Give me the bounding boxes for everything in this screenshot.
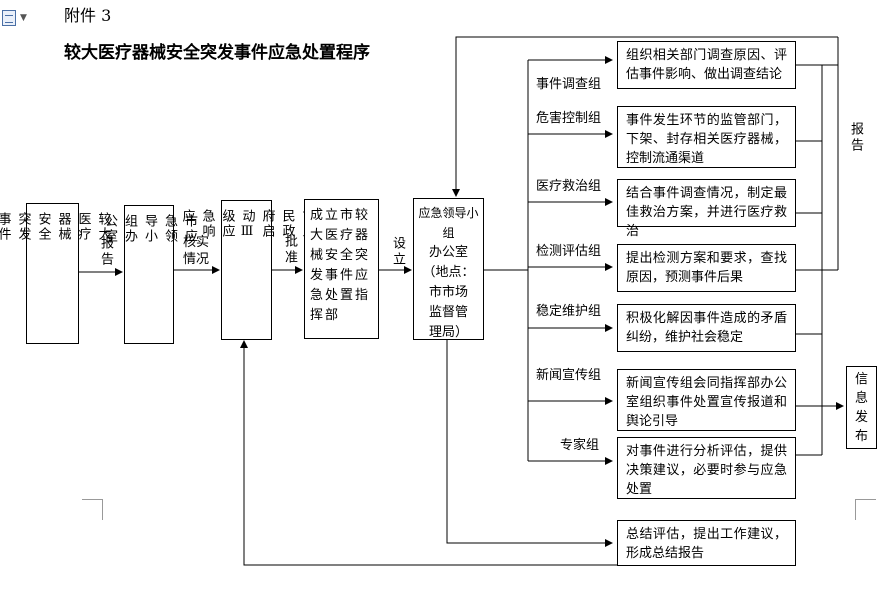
office-line: 办公室 <box>428 245 468 260</box>
gov-col: 级应 <box>219 209 235 239</box>
group-task-box: 事件发生环节的监管部门，下架、封存相关医疗器械，控制流通渠道 <box>617 106 796 168</box>
event-col: 事件 <box>0 212 11 242</box>
info-release-char: 发 <box>854 410 868 425</box>
group-task-box: 提出检测方案和要求，查找原因，预测事件后果 <box>617 244 796 292</box>
group-label: 专家组 <box>560 438 600 453</box>
event-col: 安全 <box>35 212 51 242</box>
group-task-box: 对事件进行分析评估，提供决策建议，必要时参与应急处置 <box>617 437 796 499</box>
leader-office-col: 公室 <box>102 214 117 244</box>
event-col: 器械 <box>55 212 71 242</box>
event-col: 医疗 <box>75 212 91 242</box>
page-corner-mark <box>82 499 103 520</box>
command-office-node: 应急领导小组 办公室 （地点： 市市场 监督管 理局） <box>413 198 484 340</box>
group-task-box: 积极化解因事件造成的矛盾纠纷，维护社会稳定 <box>617 304 796 352</box>
edge-verify: 核实 情况 <box>183 234 209 268</box>
leader-office-node: 市应 急领 导小 组办 公室 <box>102 205 197 344</box>
summary-box: 总结评估，提出工作建议，形成总结报告 <box>617 520 796 566</box>
leader-office-col: 导小 <box>142 214 157 244</box>
gov-col: 民政 <box>279 209 295 239</box>
edge-report: 报告 <box>98 236 113 268</box>
office-line: 监督管 <box>428 305 468 320</box>
info-release-node: 信 息 发 布 <box>846 366 877 449</box>
event-node: 较大 医疗 器械 安全 突发 事件 <box>0 203 111 344</box>
gov-response-node: 市人 民政 府启 动Ⅲ 级应 急响 应 <box>180 200 315 340</box>
edge-setup: 设立 <box>390 236 405 268</box>
gov-col: 府启 <box>259 209 275 239</box>
event-col: 突发 <box>15 212 31 242</box>
event-col: 较大 <box>95 212 111 242</box>
office-line: （地点： <box>422 265 475 280</box>
edge-verify-line: 情况 <box>183 252 210 267</box>
group-label: 医疗救治组 <box>536 179 602 194</box>
page-corner-mark <box>855 499 876 520</box>
office-line: 应急领导小组 <box>418 206 479 240</box>
chevron-down-icon[interactable]: ▼ <box>20 13 27 23</box>
group-task-box: 组织相关部门调查原因、评估事件影响、做出调查结论 <box>617 41 796 89</box>
leader-office-col: 急领 <box>162 214 177 244</box>
leader-office-col: 市应 <box>182 214 197 244</box>
attachment-label: 附件 3 <box>64 6 112 25</box>
info-release-char: 布 <box>854 429 868 444</box>
group-label: 事件调查组 <box>536 77 602 92</box>
gov-col: 应 <box>179 209 195 224</box>
command-node: 成立市较大医疗器械安全突发事件应急处置指挥部 <box>304 199 379 339</box>
office-line: 市市场 <box>428 285 468 300</box>
group-label: 新闻宣传组 <box>536 368 602 383</box>
edge-verify-line: 核实 <box>183 235 210 250</box>
group-label: 检测评估组 <box>536 244 602 259</box>
group-label: 危害控制组 <box>536 111 602 126</box>
edge-report-right: 报告 <box>848 122 863 154</box>
gov-col: 动Ⅲ <box>239 209 255 241</box>
group-label: 稳定维护组 <box>536 304 602 319</box>
office-line: 理局） <box>428 325 468 340</box>
info-release-char: 信 <box>854 372 868 387</box>
edge-approve: 批准 <box>282 234 297 266</box>
leader-office-col: 组办 <box>122 214 137 244</box>
info-release-char: 息 <box>854 391 868 406</box>
document-icon[interactable] <box>2 10 16 26</box>
group-task-box: 结合事件调查情况，制定最佳救治方案，并进行医疗救治 <box>617 179 796 239</box>
page-title: 较大医疗器械安全突发事件应急处置程序 <box>64 43 370 63</box>
gov-col: 急响 <box>199 209 215 239</box>
group-task-box: 新闻宣传组会同指挥部办公室组织事件处置宣传报道和舆论引导 <box>617 369 796 431</box>
